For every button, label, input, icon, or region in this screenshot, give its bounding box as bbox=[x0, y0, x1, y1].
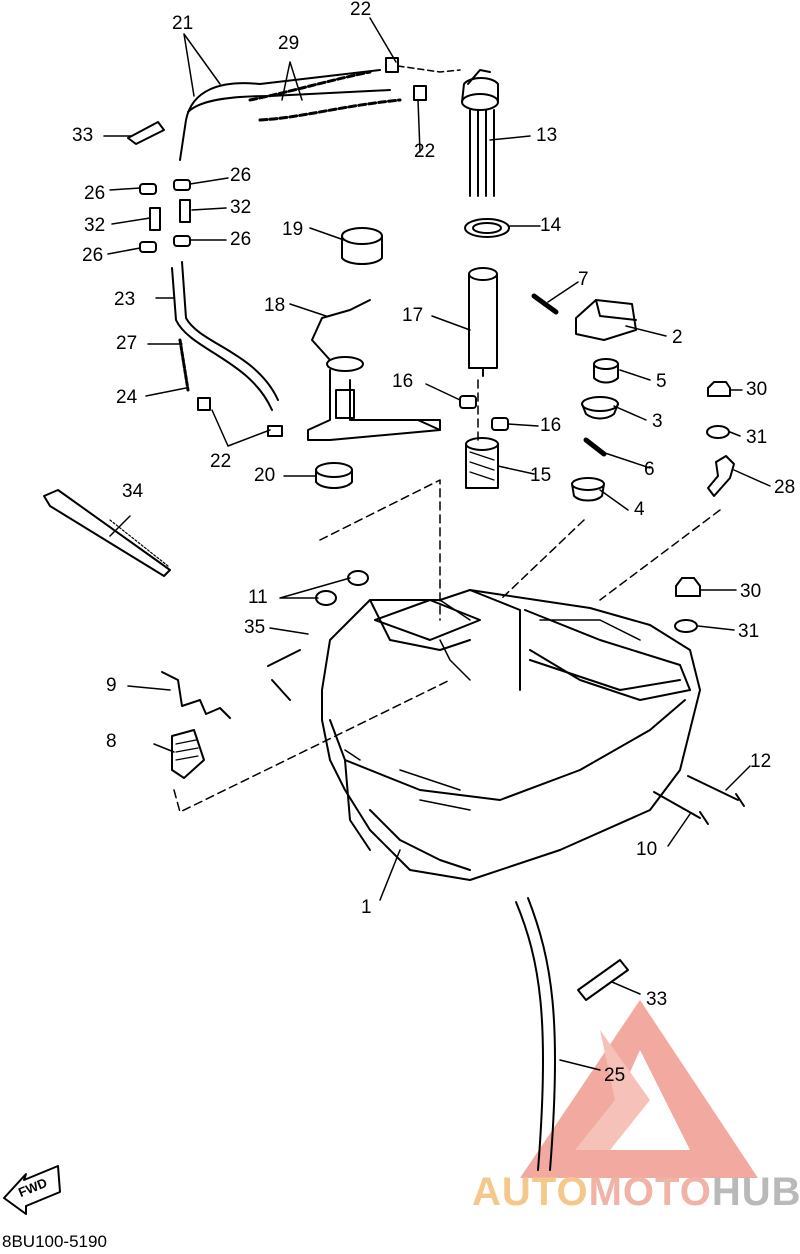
fuel-sender-13 bbox=[461, 69, 499, 197]
callout-27: 27 bbox=[116, 333, 138, 354]
callout-21: 21 bbox=[172, 13, 194, 34]
grommet-20 bbox=[315, 462, 353, 489]
callout-18: 18 bbox=[264, 295, 286, 316]
damper-4 bbox=[571, 477, 605, 502]
callout-34: 34 bbox=[122, 481, 144, 502]
callout-26a: 26 bbox=[84, 183, 106, 204]
callout-10: 10 bbox=[636, 839, 658, 860]
bolt-12 bbox=[687, 775, 745, 807]
watermark-part-auto: AUTO bbox=[472, 1170, 589, 1214]
pad-8 bbox=[171, 729, 205, 779]
callout-35: 35 bbox=[244, 617, 266, 638]
watermark-part-moto: MOTO bbox=[588, 1170, 712, 1214]
clamp-16a bbox=[459, 395, 477, 409]
callout-33b: 33 bbox=[646, 989, 668, 1010]
callout-2: 2 bbox=[672, 327, 683, 348]
pipe-35 bbox=[267, 649, 301, 701]
cap-19 bbox=[341, 227, 383, 265]
callout-11: 11 bbox=[248, 587, 268, 608]
callout-12: 12 bbox=[750, 751, 772, 772]
callout-4: 4 bbox=[634, 499, 645, 520]
washer-31a bbox=[706, 425, 730, 439]
fuel-tank bbox=[321, 589, 701, 881]
callout-23: 23 bbox=[114, 289, 136, 310]
gasket-14 bbox=[464, 218, 510, 238]
callout-22c: 22 bbox=[210, 451, 232, 472]
fuel-pump-18 bbox=[307, 299, 441, 441]
callout-32b: 32 bbox=[230, 197, 252, 218]
watermark-part-hub: HUB bbox=[711, 1170, 800, 1214]
callout-30b: 30 bbox=[740, 581, 762, 602]
washer-31b bbox=[674, 619, 698, 633]
callout-1: 1 bbox=[361, 897, 372, 918]
callout-26b: 26 bbox=[230, 165, 252, 186]
callout-31a: 31 bbox=[746, 427, 768, 448]
holder-33b bbox=[577, 959, 629, 1001]
callout-8: 8 bbox=[106, 731, 117, 752]
callout-24: 24 bbox=[116, 387, 138, 408]
callout-16a: 16 bbox=[392, 371, 414, 392]
callout-22a: 22 bbox=[350, 0, 372, 20]
callout-29: 29 bbox=[278, 33, 300, 54]
pin-7 bbox=[531, 293, 559, 315]
breather-hose-29 bbox=[248, 70, 402, 122]
callout-15: 15 bbox=[530, 465, 552, 486]
callout-19: 19 bbox=[282, 219, 304, 240]
clip-22b bbox=[413, 85, 427, 101]
fwd-arrow-icon bbox=[3, 1165, 61, 1215]
nut-30a bbox=[707, 381, 731, 397]
callout-3: 3 bbox=[652, 411, 663, 432]
bolt-10 bbox=[653, 791, 709, 825]
callout-31b: 31 bbox=[738, 621, 760, 642]
band-34 bbox=[43, 489, 171, 577]
clamps-26 bbox=[139, 179, 191, 253]
callout-6: 6 bbox=[644, 459, 655, 480]
callout-32a: 32 bbox=[84, 215, 106, 236]
joints-32 bbox=[149, 199, 191, 231]
watermark-text: AUTOMOTOHUB bbox=[472, 1170, 800, 1215]
callout-7: 7 bbox=[578, 269, 589, 290]
hose-27 bbox=[178, 338, 190, 392]
callout-33a: 33 bbox=[72, 125, 94, 146]
callout-25: 25 bbox=[604, 1065, 626, 1086]
clip-9 bbox=[161, 671, 231, 719]
callout-14: 14 bbox=[540, 215, 562, 236]
callout-26c: 26 bbox=[82, 245, 104, 266]
clip-22a bbox=[385, 57, 399, 73]
callout-5: 5 bbox=[656, 371, 667, 392]
hose-23 bbox=[171, 261, 279, 411]
grommets-11 bbox=[315, 570, 369, 606]
filler-neck-17 bbox=[468, 267, 498, 377]
drain-hose-25 bbox=[515, 897, 557, 1171]
clamp-16b bbox=[491, 417, 509, 431]
holder-33a bbox=[127, 121, 165, 145]
leader-lines bbox=[103, 17, 771, 1071]
callout-16b: 16 bbox=[540, 415, 562, 436]
diagram-code: 8BU100-5190 bbox=[2, 1232, 107, 1251]
watermark-logo bbox=[520, 1000, 758, 1178]
holder-2 bbox=[575, 299, 637, 341]
callout-22b: 22 bbox=[414, 141, 436, 162]
bracket-28 bbox=[707, 455, 735, 497]
fuel-filter-15 bbox=[465, 437, 499, 489]
assembly-lines bbox=[173, 379, 721, 813]
callout-28: 28 bbox=[774, 477, 796, 498]
callout-17: 17 bbox=[402, 305, 424, 326]
callout-13: 13 bbox=[536, 125, 558, 146]
callout-9: 9 bbox=[106, 675, 117, 696]
nut-30b bbox=[675, 577, 701, 597]
collar-6 bbox=[583, 437, 607, 457]
callout-20: 20 bbox=[254, 465, 276, 486]
damper-5 bbox=[593, 358, 619, 384]
grommet-3 bbox=[581, 396, 619, 420]
callout-26d: 26 bbox=[230, 229, 252, 250]
callout-30a: 30 bbox=[746, 379, 768, 400]
